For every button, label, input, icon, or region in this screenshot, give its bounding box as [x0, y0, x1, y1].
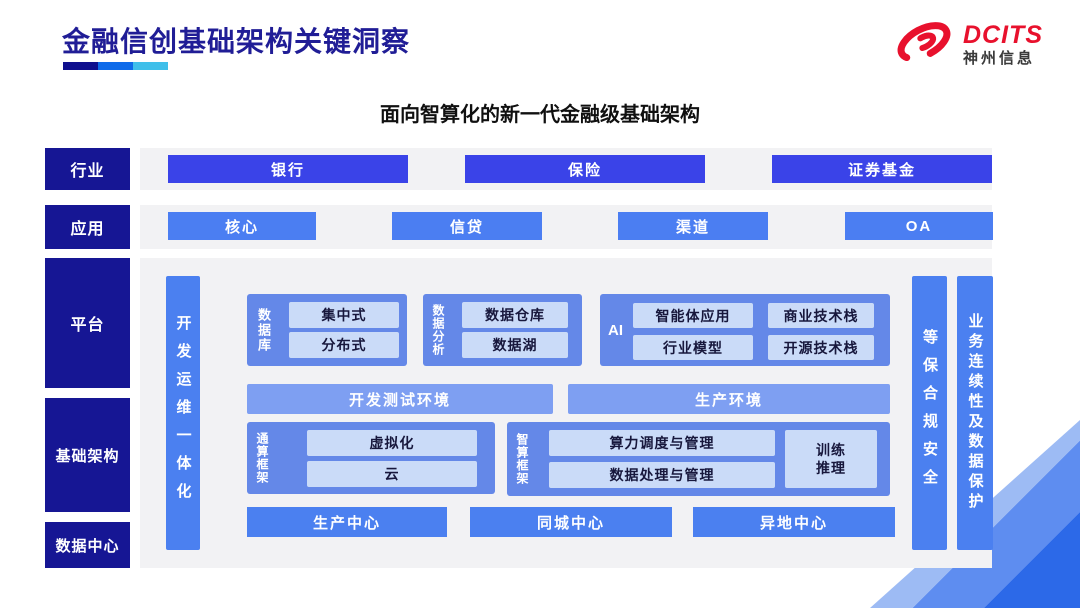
ai-item-opensource-stack: 开源技术栈 — [768, 335, 874, 360]
title-underline — [63, 62, 168, 70]
rail-label-industry: 行业 — [45, 148, 130, 190]
logo-brand-text: DCITS — [963, 20, 1043, 49]
general-item-cloud: 云 — [307, 461, 477, 487]
rail-label-infrastructure: 基础架构 — [45, 398, 130, 512]
general-compute-group-label: 通算框架 — [255, 432, 269, 484]
ai-group-label: AI — [608, 321, 623, 339]
production-environment-bar: 生产环境 — [568, 384, 890, 414]
title-underline-segment — [133, 62, 168, 70]
ai-item-agent-apps: 智能体应用 — [633, 303, 753, 328]
database-item-distributed: 分布式 — [289, 332, 399, 358]
intelligent-compute-group-label: 智算框架 — [515, 433, 529, 485]
application-item-channel: 渠道 — [618, 212, 768, 240]
rail-label-platform: 平台 — [45, 258, 130, 388]
title-underline-segment — [98, 62, 133, 70]
analytics-item-lake: 数据湖 — [462, 332, 568, 358]
industry-item-insurance: 保险 — [465, 155, 705, 183]
security-compliance-vertical-bar: 等保合规安全 — [912, 276, 947, 550]
center-item-remote: 异地中心 — [693, 507, 895, 537]
application-item-credit: 信贷 — [392, 212, 542, 240]
rail-label-application: 应用 — [45, 205, 130, 249]
diagram-subtitle: 面向智算化的新一代金融级基础架构 — [380, 104, 700, 126]
data-analytics-group: 数据分析 数据仓库 数据湖 — [423, 294, 582, 366]
application-item-oa: OA — [845, 212, 993, 240]
analytics-item-warehouse: 数据仓库 — [462, 302, 568, 328]
intelligent-item-data-processing: 数据处理与管理 — [549, 462, 775, 488]
application-item-core: 核心 — [168, 212, 316, 240]
title-underline-segment — [63, 62, 98, 70]
data-analytics-group-label: 数据分析 — [431, 304, 445, 356]
intelligent-compute-framework-group: 智算框架 算力调度与管理 数据处理与管理 训练 推理 — [507, 422, 890, 496]
devops-vertical-bar: 开发运维一体化 — [166, 276, 200, 550]
logo-company-text: 神州信息 — [963, 50, 1036, 67]
database-group-label: 数据库 — [256, 307, 271, 353]
intelligent-item-compute-scheduling: 算力调度与管理 — [549, 430, 775, 456]
intelligent-item-training-inference: 训练 推理 — [785, 430, 877, 488]
ai-item-commercial-stack: 商业技术栈 — [768, 303, 874, 328]
center-item-same-city: 同城中心 — [470, 507, 672, 537]
ai-group: AI 智能体应用 商业技术栈 行业模型 开源技术栈 — [600, 294, 890, 366]
industry-item-securities: 证券基金 — [772, 155, 992, 183]
training-line: 训练 — [816, 441, 846, 458]
dev-test-environment-bar: 开发测试环境 — [247, 384, 553, 414]
ai-item-industry-models: 行业模型 — [633, 335, 753, 360]
industry-item-bank: 银行 — [168, 155, 408, 183]
company-logo: DCITS 神州信息 — [893, 16, 1043, 73]
general-item-virtualization: 虚拟化 — [307, 430, 477, 456]
page-title: 金融信创基础架构关键洞察 — [62, 26, 411, 57]
database-item-centralized: 集中式 — [289, 302, 399, 328]
database-group: 数据库 集中式 分布式 — [247, 294, 407, 366]
business-continuity-vertical-bar: 业务连续性及数据保护 — [957, 276, 993, 550]
general-compute-framework-group: 通算框架 虚拟化 云 — [247, 422, 495, 494]
rail-label-datacenter: 数据中心 — [45, 522, 130, 568]
inference-line: 推理 — [816, 460, 846, 476]
logo-swirl-icon — [893, 16, 955, 73]
center-item-production: 生产中心 — [247, 507, 447, 537]
